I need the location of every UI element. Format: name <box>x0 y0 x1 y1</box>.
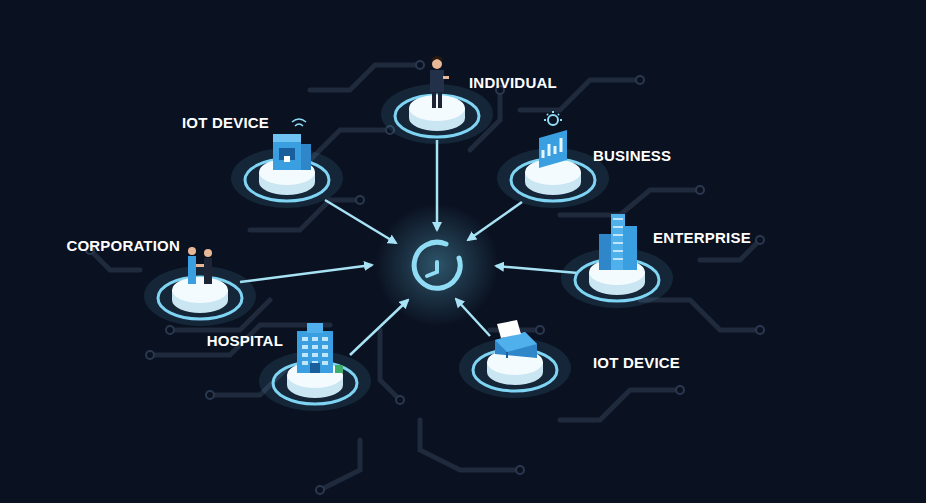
pedestal-node: INDIVIDUAL <box>377 48 497 148</box>
node-label: BUSINESS <box>593 147 671 164</box>
circuit-traces <box>90 65 760 490</box>
pedestal-node: CORPORATION <box>140 230 260 330</box>
pedestal-node: ENTERPRISE <box>557 212 677 312</box>
pedestal-disc <box>255 315 375 415</box>
node-label: INDIVIDUAL <box>469 74 557 91</box>
node-label: HOSPITAL <box>207 332 283 349</box>
node-label: IOT DEVICE <box>593 354 680 371</box>
node-label: IOT DEVICE <box>182 114 269 131</box>
pedestal-disc <box>455 302 575 402</box>
pedestal-node: IOT DEVICE <box>455 302 575 402</box>
pedestal-node: IOT DEVICE <box>227 112 347 212</box>
node-label: ENTERPRISE <box>653 229 751 246</box>
pedestal-node: BUSINESS <box>493 112 613 212</box>
pedestal-node: HOSPITAL <box>255 315 375 415</box>
pedestal-disc <box>557 212 677 312</box>
circuit-pads <box>86 61 764 494</box>
pedestal-disc <box>377 48 497 148</box>
node-label: CORPORATION <box>66 237 180 254</box>
